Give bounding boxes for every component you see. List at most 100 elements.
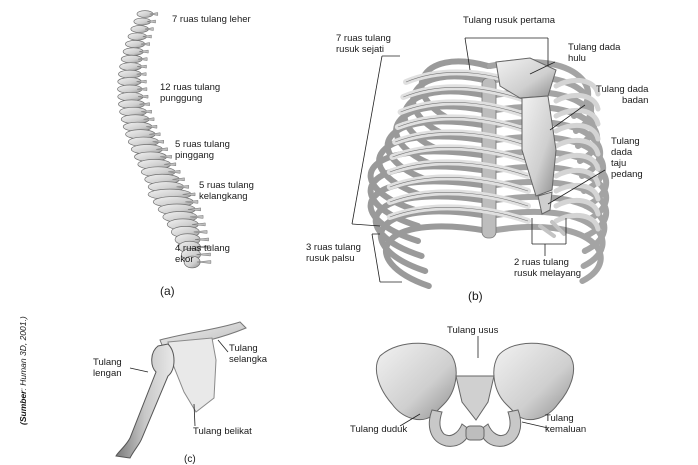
label-scapula: Tulang belikat	[193, 426, 252, 437]
floating-rib	[550, 220, 566, 236]
caption-b: (b)	[468, 289, 483, 303]
rib-front-right	[553, 77, 601, 97]
rib-front-right	[553, 137, 601, 157]
pelvis-bones	[376, 342, 574, 447]
caption-c: (c)	[184, 454, 196, 465]
label-ischium: Tulang duduk	[350, 424, 408, 435]
rib-front-left-edge	[395, 132, 529, 147]
label-thoracic: 12 ruas tulang punggung	[160, 82, 221, 104]
vertebra-process	[136, 72, 147, 76]
rib-front-right	[553, 197, 601, 217]
vertebra-process	[164, 162, 177, 167]
vertebra-process	[139, 102, 150, 106]
rib-front-left-edge	[392, 147, 529, 162]
front-ribs	[386, 69, 601, 238]
rib-back-left	[383, 223, 491, 289]
label-pubis: Tulang kemaluan	[545, 413, 587, 435]
vertebra-process	[182, 192, 196, 197]
right-ilium	[493, 342, 574, 420]
label-humerus: Tulang lengan	[93, 357, 122, 379]
source-note: (Sumber: Human 3D, 2001.)	[18, 316, 28, 425]
label-true-ribs: 7 ruas tulang rusuk sejati	[336, 33, 391, 55]
floating-rib	[538, 224, 556, 238]
rib-back-right	[487, 194, 608, 254]
caption-a: (a)	[160, 284, 175, 298]
rib-front-right	[553, 107, 601, 127]
left-ischium	[428, 409, 471, 447]
rib-back-right	[487, 224, 604, 284]
label-sternum-body: Tulang dada badan	[596, 84, 649, 106]
rib-front-right	[553, 167, 601, 187]
vertebra-process	[138, 57, 148, 61]
leader-lines	[129, 37, 606, 429]
label-coccyx: 4 ruas tulang ekor	[175, 243, 230, 265]
source-prefix: Sumber	[18, 390, 28, 423]
vertebra-process	[176, 185, 190, 189]
label-ilium: Tulang usus	[447, 325, 499, 336]
vertebra-process	[141, 109, 152, 114]
rib-front-left-edge	[389, 162, 529, 177]
vertebra-process	[196, 252, 211, 257]
rib-back-left	[372, 193, 491, 259]
source-text: : Human 3D, 2001.	[18, 319, 28, 391]
vertebra-process	[168, 170, 181, 174]
vertebra-process	[172, 177, 185, 182]
rib-front-right	[553, 122, 601, 142]
shoulder-bones	[115, 321, 247, 459]
rib-back-left	[377, 208, 491, 274]
left-ilium	[376, 342, 457, 420]
scapula-bone	[167, 337, 217, 413]
vertebra-process	[149, 132, 161, 137]
right-ischium	[479, 409, 522, 447]
vertebra-process	[139, 49, 149, 54]
vertebra-process	[196, 245, 210, 249]
vertebra-process	[156, 147, 168, 152]
vertebra-process	[152, 139, 164, 144]
rib-back-left	[367, 178, 491, 244]
label-xiphoid: Tulang dada taju pedang	[611, 136, 643, 180]
label-manubrium: Tulang dada hulu	[568, 42, 621, 64]
label-sacral: 5 ruas tulang kelangkang	[199, 180, 254, 202]
vertebra-process	[137, 64, 147, 69]
vertebra-process	[136, 79, 147, 84]
label-lumbar: 5 ruas tulang pinggang	[175, 139, 230, 161]
vertebra-process	[196, 260, 212, 264]
rib-front-left-edge	[400, 102, 529, 117]
vertebra-process	[137, 87, 148, 91]
rib-front-left-edge	[389, 207, 529, 222]
vertebral-column	[117, 10, 212, 269]
vertebra-process	[149, 12, 159, 16]
vertebra-process	[187, 207, 201, 212]
rib-front-right	[553, 182, 601, 202]
label-floating-ribs: 2 ruas tulang rusuk melayang	[514, 257, 582, 279]
rib-front-right	[553, 212, 601, 232]
vertebra-process	[140, 42, 150, 46]
rib-back-right	[487, 209, 606, 269]
rib-cage	[367, 57, 610, 289]
vertebra-process	[147, 19, 156, 24]
sternum-body-bone	[521, 95, 557, 197]
vertebra-process	[160, 155, 172, 159]
vertebra-process	[195, 237, 209, 242]
vertebra-process	[142, 34, 152, 39]
sacrum-bone	[455, 375, 495, 421]
rib-front-left-edge	[397, 117, 529, 132]
rib-front-right	[553, 152, 601, 172]
rib-front-right	[553, 92, 601, 112]
vertebra-process	[190, 215, 204, 219]
rib-front-left-edge	[403, 87, 529, 102]
vertebra-process	[144, 27, 154, 31]
rib-front-left-edge	[389, 177, 529, 192]
label-cervical: 7 ruas tulang leher	[172, 14, 251, 25]
label-first-rib: Tulang rusuk pertama	[463, 15, 556, 26]
vertebra-process	[192, 222, 206, 227]
vertebra-process	[137, 94, 149, 99]
label-false-ribs: 3 ruas tulang rusuk palsu	[306, 242, 361, 264]
rib-front-left-edge	[389, 192, 529, 207]
vertebra-process	[143, 117, 155, 122]
label-clavicle: Tulang selangka	[229, 343, 268, 365]
rib-back-left	[393, 103, 491, 169]
vertebra-process	[193, 230, 208, 234]
pubic-symphysis	[465, 425, 485, 441]
